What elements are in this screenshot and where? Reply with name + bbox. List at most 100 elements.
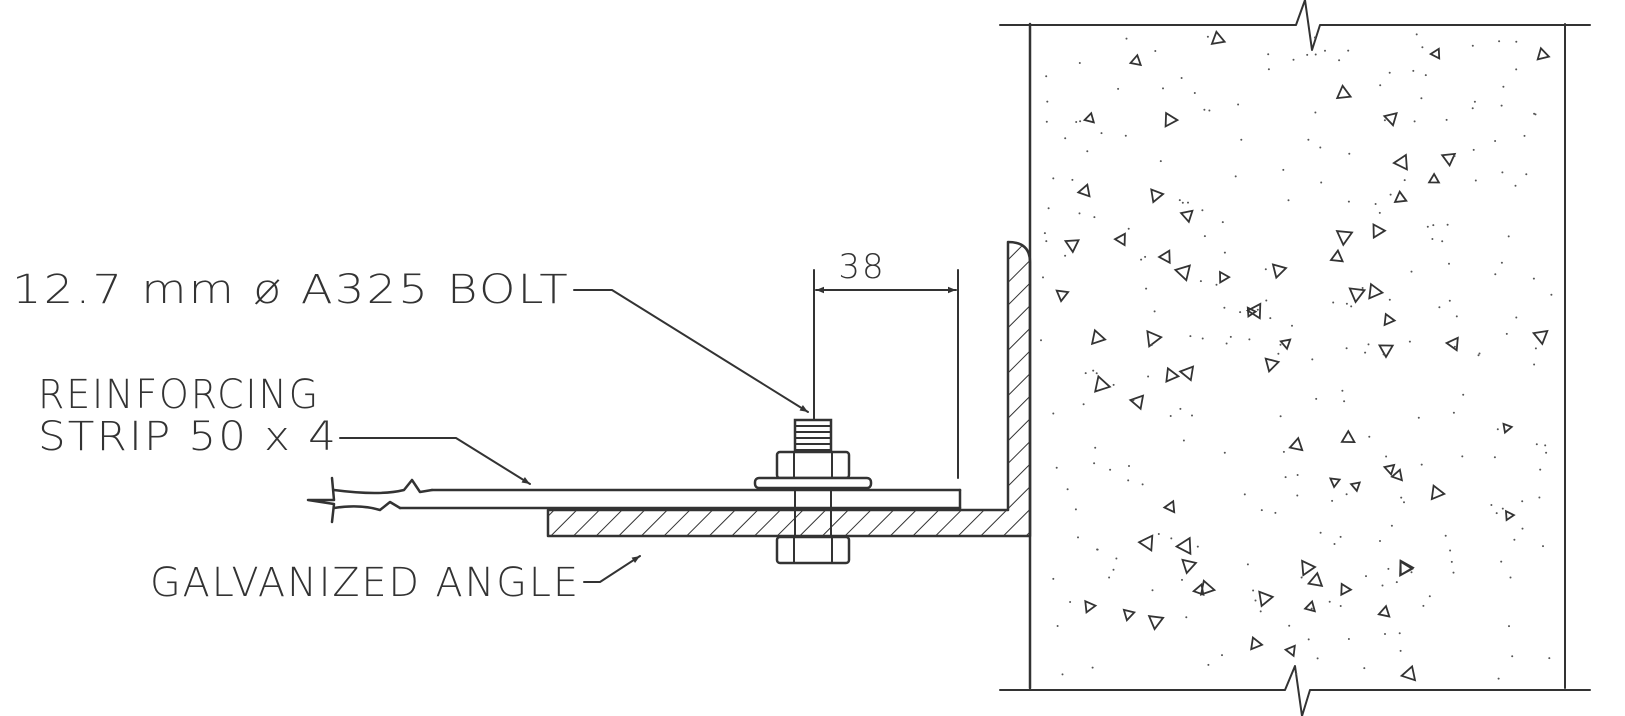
aggregate-dot	[1473, 100, 1476, 103]
aggregate-dot	[1521, 500, 1524, 503]
aggregate-dot	[1444, 534, 1447, 537]
aggregate-dot	[1498, 40, 1501, 43]
aggregate-dot	[1082, 403, 1085, 406]
aggregate-dot	[1091, 666, 1094, 669]
aggregate-dot	[1403, 179, 1406, 182]
aggregate-dot	[1181, 578, 1183, 581]
aggregate-triangle	[1502, 422, 1514, 435]
aggregate-triangle	[1128, 394, 1145, 411]
aggregate-dot	[1384, 633, 1386, 635]
aggregate-dot	[1388, 71, 1391, 74]
aggregate-triangle	[1377, 604, 1391, 618]
aggregate-triangle	[1146, 329, 1163, 348]
aggregate-dot	[1052, 177, 1055, 180]
aggregate-dot	[1332, 301, 1335, 304]
aggregate-dot	[1410, 270, 1413, 273]
aggregate-dot	[1292, 58, 1295, 61]
aggregate-dot	[1052, 412, 1055, 415]
aggregate-dot	[1509, 576, 1512, 579]
aggregate-dot	[1094, 446, 1097, 449]
aggregate-dot	[1124, 134, 1127, 137]
aggregate-dot	[1452, 571, 1455, 574]
aggregate-dot	[1341, 389, 1344, 392]
top-break-line	[999, 0, 1591, 51]
aggregate-dot	[1093, 216, 1096, 219]
aggregate-dot	[1100, 132, 1103, 135]
aggregate-triangle	[1258, 590, 1275, 608]
aggregate-dot	[1508, 625, 1510, 628]
aggregate-dot	[1378, 211, 1381, 214]
aggregate-dot	[1328, 600, 1331, 603]
aggregate-dot	[1333, 543, 1336, 545]
aggregate-dot	[1095, 372, 1098, 375]
aggregate-dot	[1399, 649, 1402, 652]
aggregate-triangle	[1082, 111, 1096, 124]
aggregate-dot	[1347, 49, 1350, 52]
aggregate-triangle	[1531, 329, 1549, 346]
aggregate-dot	[1170, 537, 1173, 540]
angle-label: GALVANIZED ANGLE	[150, 560, 580, 606]
aggregate-dot	[1196, 545, 1199, 548]
aggregate-dot	[1153, 310, 1156, 313]
aggregate-dot	[1248, 338, 1251, 341]
aggregate-dot	[1045, 75, 1048, 78]
aggregate-dot	[1548, 657, 1551, 660]
aggregate-dot	[1112, 383, 1115, 386]
aggregate-dot	[1252, 589, 1255, 592]
aggregate-dot	[1345, 493, 1348, 496]
aggregate-triangle	[1128, 53, 1143, 67]
aggregate-dot	[1127, 227, 1130, 230]
aggregate-dot	[1533, 112, 1536, 115]
aggregate-dot	[1474, 179, 1477, 182]
aggregate-dot	[1500, 261, 1503, 264]
aggregate-dot	[1363, 667, 1366, 670]
aggregate-dot	[1169, 415, 1172, 417]
aggregate-dot	[1075, 121, 1078, 123]
aggregate-dot	[1383, 119, 1386, 122]
aggregate-dot	[1259, 610, 1262, 613]
aggregate-dot	[1448, 299, 1451, 302]
aggregate-dot	[1478, 352, 1481, 355]
aggregate-dot	[1515, 316, 1518, 319]
aggregate-dot	[1079, 120, 1082, 123]
aggregate-dot	[1514, 184, 1517, 187]
aggregate-triangle	[1271, 263, 1288, 280]
aggregate-dot	[1368, 435, 1371, 438]
aggregate-dot	[1379, 540, 1381, 542]
aggregate-dot	[1269, 317, 1272, 320]
aggregate-dot	[1410, 571, 1413, 574]
aggregate-dot	[1180, 77, 1183, 79]
aggregate-dot	[1471, 107, 1474, 110]
aggregate-triangle	[1210, 30, 1227, 46]
aggregate-dot	[1494, 273, 1497, 276]
aggregate-triangle	[1084, 599, 1098, 614]
aggregate-dot	[1515, 40, 1518, 43]
aggregate-dot	[1084, 372, 1087, 375]
aggregate-dot	[1221, 654, 1223, 657]
aggregate-triangle	[1335, 230, 1354, 247]
aggregate-dot	[1256, 308, 1259, 311]
aggregate-dot	[1390, 524, 1393, 527]
aggregate-dot	[1422, 604, 1425, 607]
aggregate-triangle	[1076, 183, 1091, 198]
aggregate-dot	[1400, 496, 1403, 499]
strip-label-line1: REINFORCING	[38, 372, 320, 418]
aggregate-dot	[1061, 673, 1064, 676]
aggregate-dot	[1208, 109, 1211, 112]
aggregate-dot	[1203, 235, 1206, 238]
aggregate-dot	[1055, 466, 1058, 469]
aggregate-dot	[1455, 315, 1458, 318]
aggregate-dot	[1501, 171, 1504, 174]
aggregate-dot	[1493, 456, 1496, 459]
aggregate-dot	[1239, 311, 1242, 314]
aggregate-triangle	[1340, 582, 1353, 597]
aggregate-dot	[1189, 335, 1192, 338]
aggregate-dot	[1042, 276, 1044, 279]
aggregate-triangle	[1246, 306, 1258, 319]
aggregate-dot	[1221, 221, 1224, 224]
aggregate-dot	[1071, 178, 1074, 181]
aggregate-dot	[1066, 488, 1069, 491]
aggregate-dot	[1229, 335, 1232, 338]
aggregate-triangle	[1340, 429, 1356, 444]
aggregate-dot	[1201, 209, 1204, 212]
